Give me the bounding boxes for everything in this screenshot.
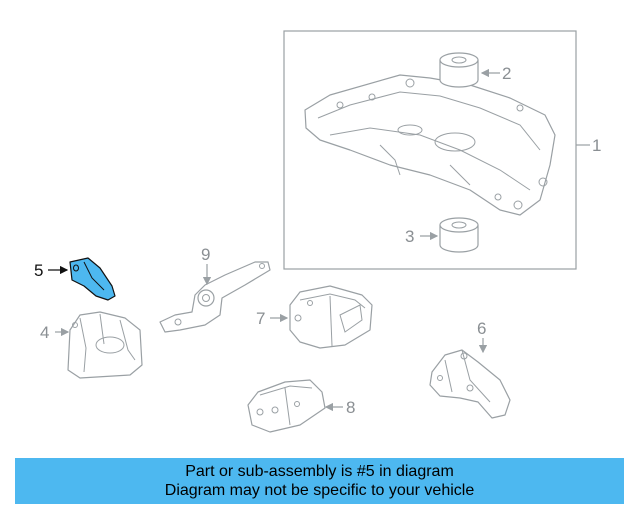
callout-5: 5 [34, 261, 69, 280]
transmission-mount[interactable] [67, 311, 143, 379]
callout-9-label: 9 [201, 245, 210, 264]
callout-6: 6 [477, 319, 488, 354]
torque-rod[interactable] [159, 261, 271, 333]
mount-bracket-highlighted[interactable] [69, 257, 116, 301]
parts-diagram: 1 2 3 4 5 6 7 8 9 [34, 30, 601, 433]
subframe-group [283, 30, 577, 270]
banner-line-1: Part or sub-assembly is #5 in diagram [185, 463, 454, 480]
info-banner: Part or sub-assembly is #5 in diagram Di… [15, 458, 624, 504]
engine-mount[interactable] [289, 285, 373, 349]
callout-2-label: 2 [502, 64, 511, 83]
callout-4-label: 4 [40, 323, 49, 342]
callout-7-label: 7 [256, 309, 265, 328]
callout-2: 2 [480, 64, 511, 83]
callout-8-label: 8 [346, 398, 355, 417]
callout-3: 3 [405, 227, 439, 246]
callout-4: 4 [40, 323, 70, 342]
callout-8: 8 [324, 398, 355, 417]
banner-line-2: Diagram may not be specific to your vehi… [164, 482, 475, 499]
lower-mount[interactable] [247, 379, 326, 433]
callout-9: 9 [201, 245, 212, 286]
bushing-upper[interactable] [439, 52, 479, 88]
callout-3-label: 3 [405, 227, 414, 246]
callout-6-label: 6 [477, 319, 486, 338]
subframe-box [283, 30, 577, 270]
callout-1-label: 1 [592, 136, 601, 155]
support-bracket[interactable] [429, 349, 511, 419]
subframe-crossmember[interactable] [304, 74, 556, 216]
callout-5-label: 5 [34, 261, 43, 280]
callout-1: 1 [576, 136, 601, 155]
callout-7: 7 [256, 309, 289, 328]
bushing-lower[interactable] [439, 217, 479, 253]
